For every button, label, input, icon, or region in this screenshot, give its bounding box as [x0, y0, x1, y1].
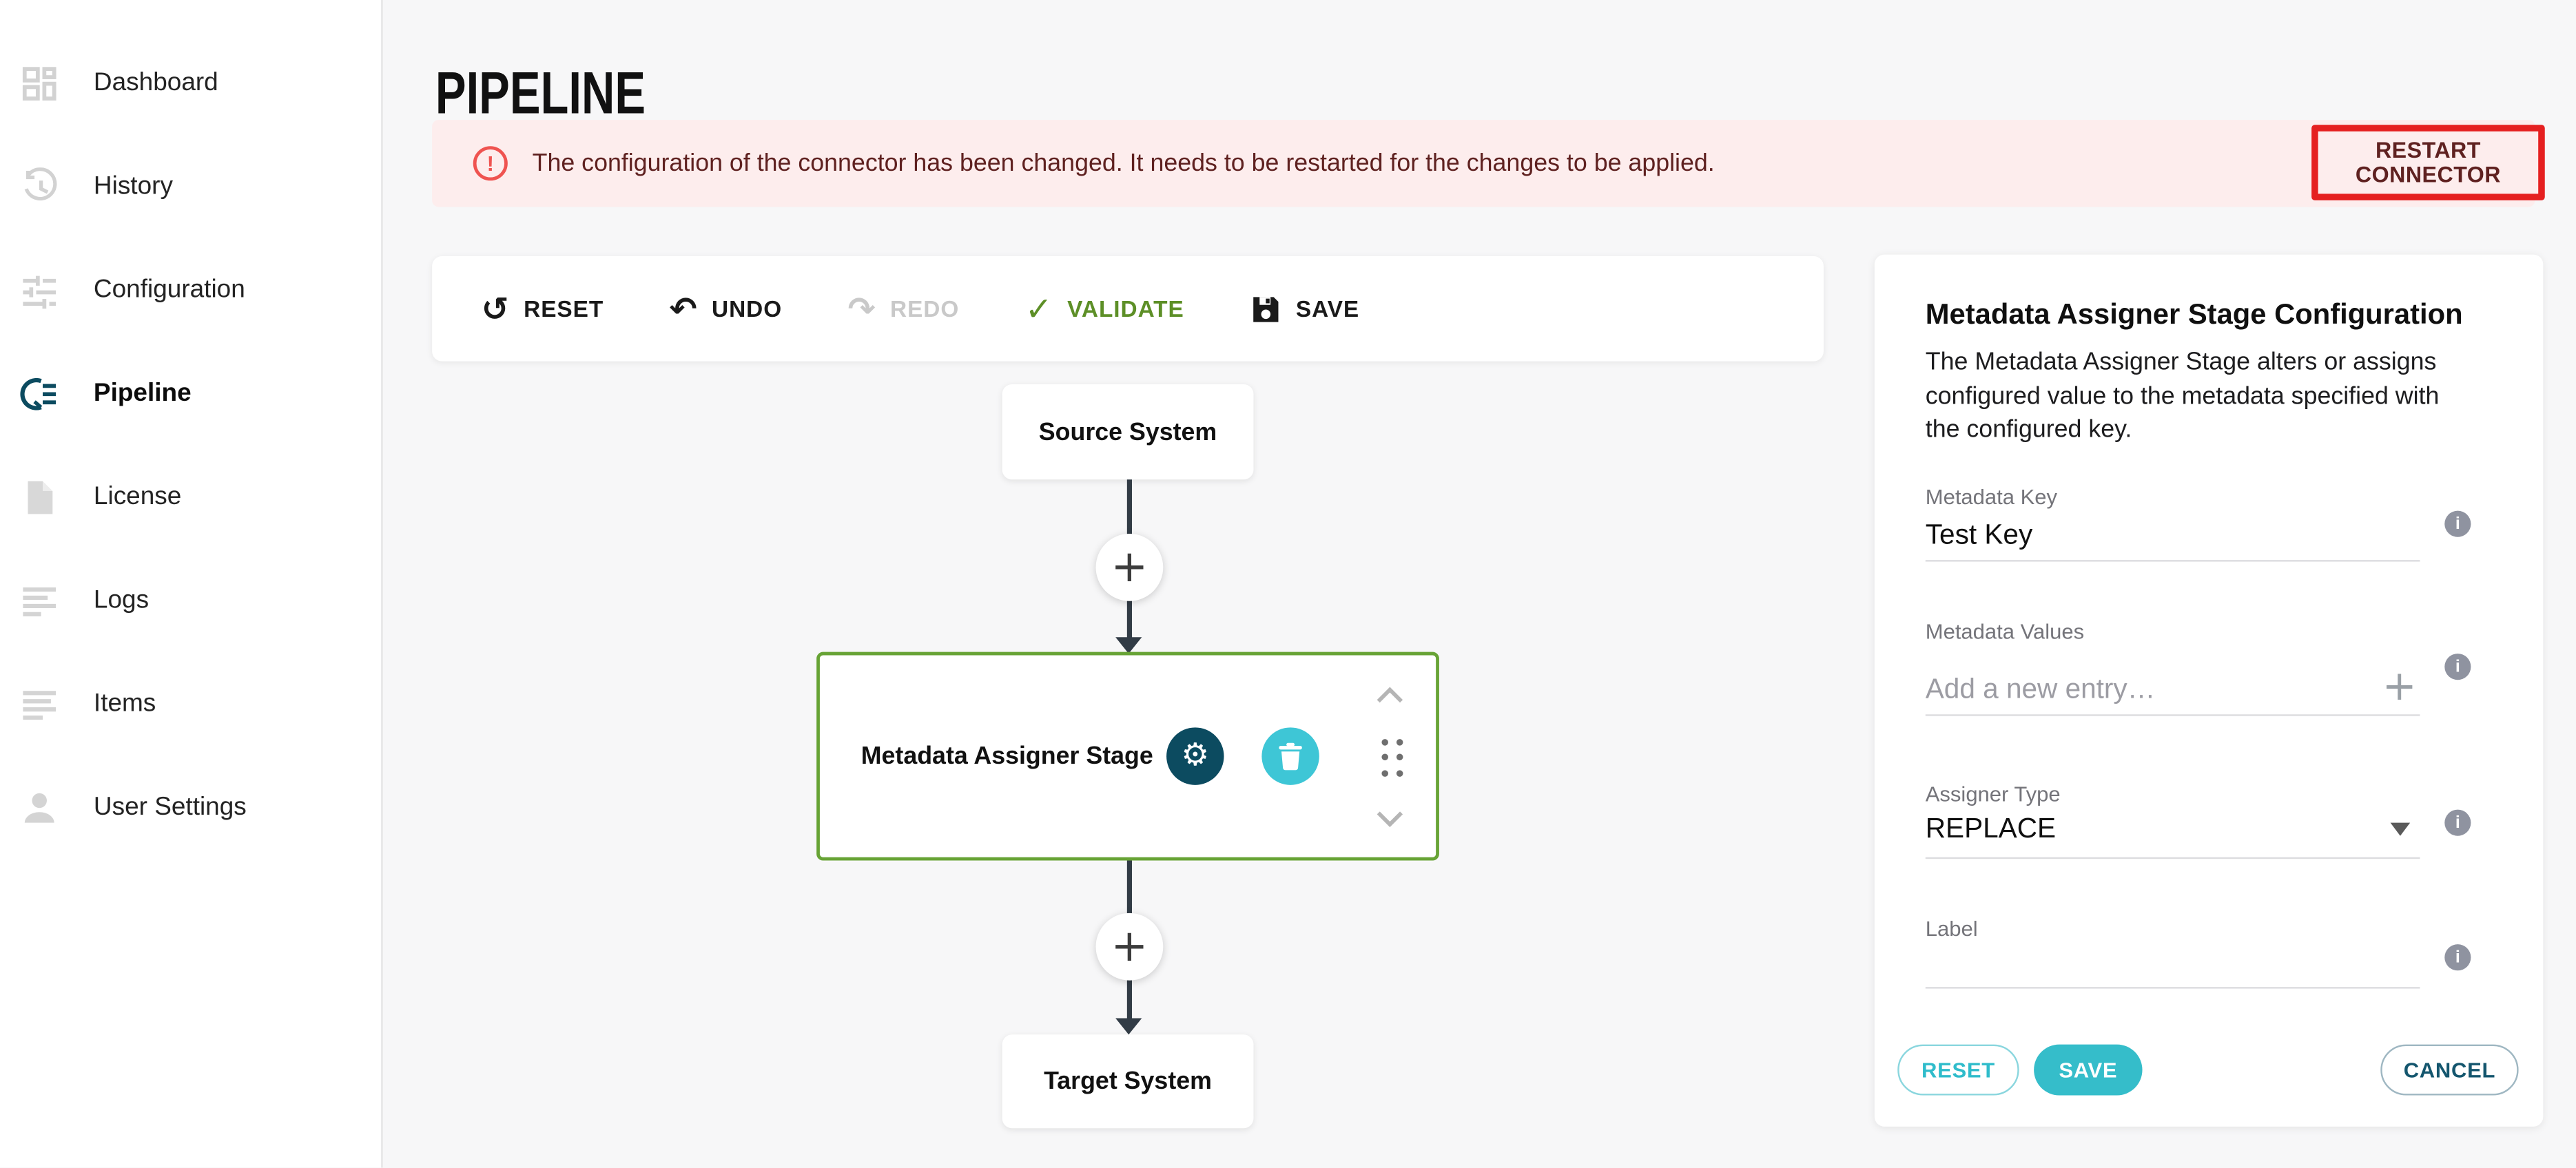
metadata-values-input[interactable]	[1925, 673, 2364, 707]
sidebar-item-label: Items	[93, 689, 156, 717]
target-system-node[interactable]: Target System	[1002, 1034, 1254, 1129]
error-icon: !	[473, 146, 508, 181]
assigner-type-field: Assigner Type REPLACE	[1925, 782, 2420, 859]
add-stage-button-top[interactable]: +	[1095, 533, 1164, 601]
drag-handle-icon[interactable]	[1379, 736, 1407, 780]
panel-save-button[interactable]: SAVE	[2034, 1044, 2143, 1096]
sidebar-item-logs[interactable]: Logs	[0, 548, 381, 651]
alert-message: The configuration of the connector has b…	[532, 149, 1715, 178]
metadata-key-input[interactable]	[1925, 519, 2420, 552]
user-icon	[18, 787, 61, 826]
sidebar-item-pipeline[interactable]: Pipeline	[0, 342, 381, 445]
info-icon[interactable]: i	[2444, 944, 2471, 971]
sidebar-item-history[interactable]: History	[0, 135, 381, 238]
sidebar-item-label: Dashboard	[93, 67, 218, 96]
info-icon[interactable]: i	[2444, 510, 2471, 537]
history-icon	[18, 167, 61, 206]
assigner-type-select[interactable]: REPLACE	[1925, 813, 2057, 844]
info-icon[interactable]: i	[2444, 809, 2471, 836]
assigner-type-label: Assigner Type	[1925, 782, 2061, 806]
sidebar-item-label: License	[93, 481, 182, 510]
sidebar-item-label: Logs	[93, 585, 150, 614]
save-floppy-icon	[1250, 293, 1281, 324]
metadata-key-field: Metadata Key	[1925, 484, 2420, 562]
check-icon: ✓	[1024, 289, 1053, 328]
source-system-node[interactable]: Source System	[1002, 384, 1254, 480]
redo-button[interactable]: ↷ REDO	[847, 289, 960, 328]
save-button[interactable]: SAVE	[1250, 293, 1359, 324]
stage-settings-button[interactable]: ⚙	[1166, 727, 1224, 785]
metadata-values-label: Metadata Values	[1925, 618, 2085, 644]
sidebar-item-license[interactable]: License	[0, 445, 381, 548]
undo-icon: ↶	[669, 289, 697, 328]
license-icon	[18, 477, 61, 517]
redo-icon: ↷	[847, 289, 876, 328]
arrowhead-icon	[1115, 1018, 1142, 1035]
sidebar: Dashboard History Configuration	[0, 0, 383, 1168]
label-input[interactable]	[1925, 946, 2420, 979]
metadata-key-label: Metadata Key	[1925, 484, 2058, 510]
sidebar-item-label: Configuration	[93, 275, 245, 303]
panel-reset-button[interactable]: RESET	[1897, 1044, 2019, 1096]
panel-title: Metadata Assigner Stage Configuration	[1925, 297, 2463, 331]
move-stage-down-button[interactable]	[1375, 810, 1405, 828]
stage-configuration-panel: Metadata Assigner Stage Configuration Th…	[1874, 254, 2544, 1127]
dropdown-caret-icon[interactable]	[2390, 822, 2411, 836]
sidebar-item-user-settings[interactable]: User Settings	[0, 755, 381, 859]
add-entry-button[interactable]: +	[2382, 661, 2417, 710]
metadata-assigner-stage-node[interactable]: Metadata Assigner Stage ⚙	[816, 651, 1439, 861]
validate-button[interactable]: ✓ VALIDATE	[1024, 289, 1184, 328]
reset-button[interactable]: ↺ RESET	[481, 289, 604, 328]
undo-button[interactable]: ↶ UNDO	[669, 289, 783, 328]
pipeline-icon	[18, 373, 61, 413]
sidebar-item-label: History	[93, 171, 173, 200]
stage-label: Metadata Assigner Stage	[861, 742, 1153, 771]
label-field-label: Label	[1925, 916, 1978, 941]
add-stage-button-bottom[interactable]: +	[1095, 912, 1164, 981]
configuration-icon	[18, 270, 61, 309]
gear-icon: ⚙	[1181, 737, 1210, 774]
label-field: Label	[1925, 916, 2420, 989]
panel-cancel-button[interactable]: CANCEL	[2380, 1044, 2519, 1096]
reset-icon: ↺	[481, 289, 509, 328]
sidebar-item-items[interactable]: Items	[0, 652, 381, 755]
items-icon	[18, 684, 61, 723]
pipeline-toolbar: ↺ RESET ↶ UNDO ↷ REDO ✓ VALIDATE SAVE	[432, 255, 1824, 362]
sidebar-item-label: Pipeline	[93, 378, 192, 407]
move-stage-up-button[interactable]	[1375, 687, 1405, 705]
page-title: PIPELINE	[435, 59, 646, 127]
dashboard-icon	[18, 63, 61, 103]
logs-icon	[18, 581, 61, 620]
arrowhead-icon	[1115, 637, 1142, 654]
stage-delete-button[interactable]	[1261, 727, 1319, 785]
panel-description: The Metadata Assigner Stage alters or as…	[1925, 348, 2440, 444]
info-icon[interactable]: i	[2444, 654, 2471, 680]
restart-connector-button[interactable]: RESTART CONNECTOR	[2311, 125, 2545, 200]
sidebar-item-dashboard[interactable]: Dashboard	[0, 31, 381, 134]
trash-icon	[1278, 742, 1303, 771]
sidebar-item-configuration[interactable]: Configuration	[0, 238, 381, 342]
alert-banner: ! The configuration of the connector has…	[432, 120, 2545, 207]
metadata-values-field: Metadata Values +	[1925, 618, 2420, 716]
sidebar-item-label: User Settings	[93, 792, 247, 821]
